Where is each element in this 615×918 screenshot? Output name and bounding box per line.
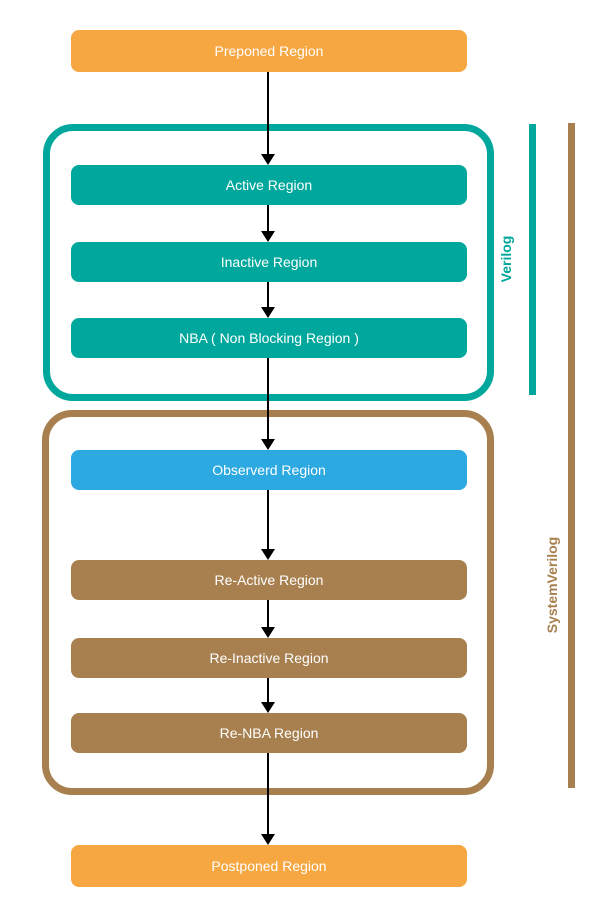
arrow-shaft	[267, 72, 269, 156]
node-active-region: Active Region	[71, 165, 467, 205]
arrow-down-icon	[261, 231, 275, 242]
verilog-bracket-bar	[529, 124, 536, 395]
node-observed-region: Observerd Region	[71, 450, 467, 490]
arrow-shaft	[267, 753, 269, 836]
arrow-preponed-to-active	[260, 72, 276, 165]
arrow-observed-to-re-active	[260, 490, 276, 560]
arrow-re-nba-to-postponed	[260, 753, 276, 845]
systemverilog-label: SystemVerilog	[544, 536, 560, 634]
node-re-active-region: Re-Active Region	[71, 560, 467, 600]
arrow-down-icon	[261, 439, 275, 450]
arrow-down-icon	[261, 834, 275, 845]
node-postponed-region: Postponed Region	[71, 845, 467, 887]
arrow-down-icon	[261, 627, 275, 638]
node-re-inactive-region: Re-Inactive Region	[71, 638, 467, 678]
arrow-down-icon	[261, 154, 275, 165]
arrow-shaft	[267, 358, 269, 441]
arrow-shaft	[267, 490, 269, 551]
node-preponed-region: Preponed Region	[71, 30, 467, 72]
arrow-shaft	[267, 205, 269, 233]
arrow-re-inactive-to-re-nba	[260, 678, 276, 713]
arrow-down-icon	[261, 549, 275, 560]
arrow-re-active-to-re-inactive	[260, 600, 276, 638]
arrow-nba-to-observed	[260, 358, 276, 450]
arrow-shaft	[267, 600, 269, 629]
systemverilog-bracket-bar	[568, 123, 575, 788]
arrow-down-icon	[261, 702, 275, 713]
arrow-active-to-inactive	[260, 205, 276, 242]
arrow-down-icon	[261, 307, 275, 318]
verilog-label: Verilog	[498, 235, 514, 283]
arrow-inactive-to-nba	[260, 282, 276, 318]
node-inactive-region: Inactive Region	[71, 242, 467, 282]
arrow-shaft	[267, 282, 269, 309]
node-re-nba-region: Re-NBA Region	[71, 713, 467, 753]
node-nba-region: NBA ( Non Blocking Region )	[71, 318, 467, 358]
arrow-shaft	[267, 678, 269, 704]
